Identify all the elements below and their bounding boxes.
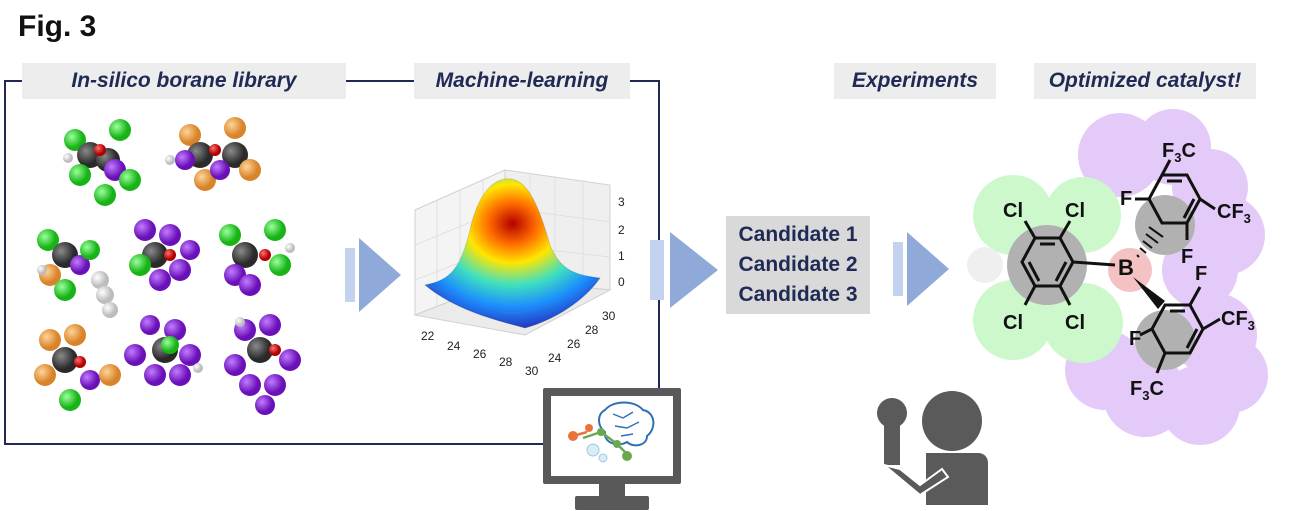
- ai-brain-icon: [568, 401, 655, 463]
- flow-arrow-icon: [345, 238, 401, 312]
- solid-wedge: [1133, 277, 1165, 309]
- frame-line: [630, 80, 660, 82]
- hashed-wedge: [1136, 226, 1164, 258]
- candidate-item: Candidate 1: [738, 223, 858, 246]
- frame-line: [4, 80, 6, 445]
- y-tick: 26: [567, 337, 581, 351]
- flow-arrow-icon: [893, 232, 949, 306]
- molecule-cluster: [63, 119, 141, 206]
- x-tick: 22: [421, 329, 435, 343]
- atom-label-f: F: [1195, 263, 1207, 285]
- frame-line: [346, 80, 414, 82]
- atom-label-cl: Cl: [1065, 200, 1085, 222]
- frame-line: [4, 80, 22, 82]
- atom-label-cl: Cl: [1003, 312, 1023, 334]
- atom-label-cf3: CF3: [1221, 308, 1255, 333]
- molecule-cluster: [129, 219, 200, 291]
- stage-label-experiments: Experiments: [834, 63, 996, 99]
- x-tick: 28: [499, 355, 513, 369]
- stage-label-library: In-silico borane library: [22, 63, 346, 99]
- computer-monitor-icon: [543, 388, 681, 510]
- stage-label-ml: Machine-learning: [414, 63, 630, 99]
- candidate-list: Candidate 1 Candidate 2 Candidate 3: [726, 216, 870, 314]
- atom-label-cf3: F3C: [1162, 140, 1196, 165]
- molecule-cluster: [124, 315, 203, 386]
- atom-label-cf3: F3C: [1130, 378, 1164, 403]
- x-tick: 30: [525, 364, 539, 378]
- x-tick: 26: [473, 347, 487, 361]
- atom-label-cl: Cl: [1003, 200, 1023, 222]
- stage-label-catalyst: Optimized catalyst!: [1034, 63, 1256, 99]
- molecule-cluster: [37, 229, 118, 318]
- frame-line: [658, 80, 660, 392]
- molecule-cluster: [165, 117, 261, 191]
- molecule-cluster: [34, 324, 121, 411]
- z-tick: 0: [618, 275, 625, 289]
- z-tick: 1: [618, 249, 625, 263]
- experimenter-icon: [877, 391, 988, 505]
- atom-label-cl: Cl: [1065, 312, 1085, 334]
- candidate-item: Candidate 3: [738, 283, 858, 306]
- x-tick: 24: [447, 339, 461, 353]
- flow-arrow-icon: [650, 232, 718, 308]
- frame-line: [4, 443, 544, 445]
- ml-surface-plot: 3 2 1 0 22 24 26 28 30 24 26 28 30: [413, 169, 625, 378]
- y-tick: 30: [602, 309, 616, 323]
- surface-mesh: [423, 178, 601, 329]
- bond-lines: [1020, 159, 1221, 374]
- person-body: [926, 453, 988, 505]
- atom-label-cf3: CF3: [1217, 201, 1251, 226]
- atom-label-b: B: [1118, 255, 1134, 280]
- atom-label-f: F: [1120, 188, 1132, 210]
- y-tick: 28: [585, 323, 599, 337]
- candidate-item: Candidate 2: [738, 253, 858, 276]
- atom-label-f: F: [1129, 328, 1141, 350]
- person-head: [922, 391, 982, 451]
- figure-title: Fig. 3: [18, 10, 97, 43]
- z-tick: 3: [618, 195, 625, 209]
- catalyst-molecule: Cl Cl Cl Cl B F F F F F3C CF3 CF3 F3C: [967, 109, 1268, 445]
- atom-label-f: F: [1181, 246, 1193, 268]
- molecule-cluster: [224, 314, 301, 415]
- molecule-cluster: [219, 219, 295, 296]
- borane-library-molecules: [34, 117, 301, 415]
- y-tick: 24: [548, 351, 562, 365]
- person-arm: [883, 464, 950, 497]
- z-tick: 2: [618, 223, 625, 237]
